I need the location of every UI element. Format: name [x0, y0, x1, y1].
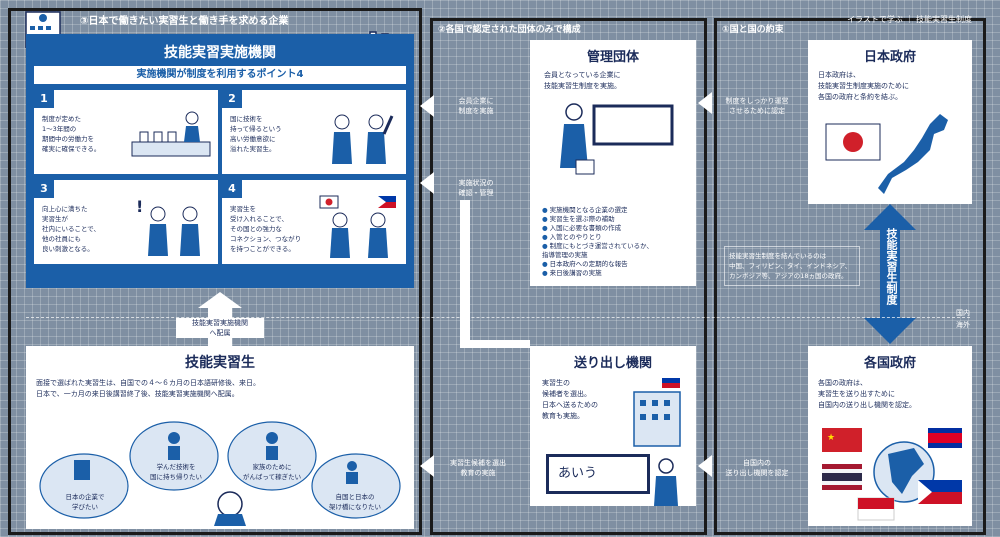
trainee-thoughts-illustration: [39, 421, 401, 526]
list-item: 入管とのやりとり: [542, 233, 692, 242]
domestic-overseas-divider: [26, 317, 970, 318]
section1-frame: [714, 18, 986, 535]
trainee-card: 技能実習生 面接で選ばれた実習生は、自国での４〜６カ月の日本語研修後、来日。 日…: [26, 346, 414, 529]
implementing-org-title: 技能実習実施機関: [164, 45, 276, 61]
thought-bubble-4: 自国と日本の 架け橋になりたい: [329, 493, 381, 511]
point-text: 向上心に満ちた 実習生が 社内にいることで、 他の社員にも 良い刺激となる。: [42, 205, 101, 253]
list-item: 制度にもとづき運営されているか、 指導管理の実施: [542, 242, 692, 260]
thought-bubble-3: 家族のために がんばって稼ぎたい: [242, 463, 302, 481]
list-item: 入国に必要な書類の作成: [542, 224, 692, 233]
point-number: 1: [34, 90, 54, 108]
section3-frame: [8, 8, 422, 535]
japan-gov-title: 日本政府: [863, 50, 916, 65]
svg-text:!: !: [136, 197, 143, 216]
arrow-select-edu-label: 実習生候補を選出 教育の実施: [450, 459, 506, 477]
trainee-text: 面接で選ばれた実習生は、自国での４〜６カ月の日本語研修後、来日。 日本で、一カ月…: [36, 379, 260, 398]
point-1: 1 制度が定めた 1〜3年間の 期間中の労働力を 確実に確保できる。: [34, 90, 218, 174]
whiteboard: [546, 454, 650, 494]
thought-bubble-1: 日本の企業で 学びたい: [65, 493, 105, 511]
sending-building-icon: [633, 378, 681, 447]
connector-horizontal: [460, 340, 530, 348]
point-3: 3 向上心に満ちた 実習生が 社内にいることで、 他の社員にも 良い刺激となる。…: [34, 180, 218, 264]
domestic-label: 国内: [956, 309, 970, 317]
bidirectional-arrow: [864, 204, 916, 344]
arrow-gov-proper: [698, 92, 712, 114]
list-item: 来日後講習の実施: [542, 269, 692, 278]
header-top-right: イラストで学ぶ ｜ 技能実習生制度: [847, 15, 972, 24]
supervisor-with-board-illustration: [560, 103, 674, 175]
sending-title: 送り出し機関: [573, 356, 652, 371]
motivated-workers-illustration: [332, 114, 394, 164]
japan-gov-text: 日本政府は、 技能実習生制度実施のために 各国の政府と条約を結ぶ。: [818, 71, 909, 101]
supervising-title: 管理団体: [586, 50, 639, 65]
point-text: 実習生を 受け入れることで、 その国との強力な コネクション、つながり を持つこ…: [230, 205, 302, 253]
sending-card: 送り出し機関 実習生の 候補者を選出。 日本へ送るための 教育も実施。 あいう: [530, 346, 696, 506]
factory-worker-illustration: [131, 111, 211, 157]
arrow-select-edu: [420, 455, 434, 477]
foreign-gov-text: 各国の政府は、 実習生を送り出すために 自国内の送り出し機関を認定。: [818, 379, 916, 409]
asian-flags-globe-illustration: ★: [822, 428, 962, 521]
implementing-org-subtitle: 実施機関が制度を利用するポイント4: [34, 66, 406, 84]
section2-title: ②各国で認定された団体のみで構成: [438, 25, 581, 35]
arrow-member-label: 会員企業に 制度を実施: [458, 97, 494, 115]
section2-frame: [430, 18, 707, 535]
arrow-member: [420, 95, 434, 117]
arrow-up-label: 技能実習実施機関 へ配属: [176, 318, 264, 338]
trainee-title: 技能実習生: [185, 355, 255, 371]
point-text: 制度が定めた 1〜3年間の 期間中の労働力を 確実に確保できる。: [42, 115, 101, 153]
supervising-text: 会員となっている企業に 技能実習生制度を実施。: [544, 71, 621, 90]
section3-title: ③日本で働きたい実習生と働き手を求める企業: [80, 16, 289, 27]
thought-bubble-2: 学んだ技術を 国に持ち帰りたい: [150, 463, 202, 481]
point-text: 国に技術を 持って帰るという 高い労働意欲に 溢れた実習生。: [230, 115, 282, 153]
japan-map-illustration: [825, 114, 948, 194]
supervising-duty-list: 実施機関となる企業の選定 実習生を選ぶ際の補助 入国に必要な書類の作成 入管との…: [542, 206, 692, 278]
point-2: 2 国に技術を 持って帰るという 高い労働意欲に 溢れた実習生。: [222, 90, 406, 174]
foreign-gov-card: 各国政府 各国の政府は、 実習生を送り出すために 自国内の送り出し機関を認定。 …: [808, 346, 972, 526]
list-item: 実施機関となる企業の選定: [542, 206, 692, 215]
japan-gov-card: 日本政府 日本政府は、 技能実習生制度実施のために 各国の政府と条約を結ぶ。: [808, 40, 972, 204]
arrow-domestic: [698, 455, 712, 477]
point-number: 2: [222, 90, 242, 108]
coworkers-illustration: !: [136, 197, 200, 256]
list-item: 実習生を選ぶ際の補助: [542, 215, 692, 224]
arrow-check-label: 実施状況の 確認・管理: [458, 179, 494, 197]
arrow-up-to-implementing: [198, 292, 242, 308]
handshake-illustration: [319, 195, 396, 258]
teacher-illustration: [654, 458, 678, 506]
implementing-org-panel: 技能実習実施機関 実施機関が制度を利用するポイント4 1 制度が定めた 1〜3年…: [26, 34, 414, 288]
partner-countries-note: 技能実習生制度を結んでいるのは 中国、フィリピン、タイ、インドネシア、 カンボジ…: [724, 246, 860, 286]
connector-vertical: [460, 200, 470, 348]
arrow-domestic-label: 自国内の 送り出し機関を認定: [725, 459, 789, 477]
system-label: 技能実習生制度: [885, 228, 898, 305]
section1-title: ①国と国の約束: [722, 25, 784, 35]
overseas-label: 海外: [956, 321, 970, 329]
point-4: 4 実習生を 受け入れることで、 その国との強力な コネクション、つながり を持…: [222, 180, 406, 264]
arrow-check: [420, 172, 434, 194]
point-number: 4: [222, 180, 242, 198]
sending-text: 実習生の 候補者を選出。 日本へ送るための 教育も実施。: [542, 379, 598, 420]
arrow-gov-proper-label: 制度をしっかり運営 させるために認定: [725, 97, 789, 115]
foreign-gov-title: 各国政府: [863, 356, 916, 371]
whiteboard-text: あいう: [558, 466, 598, 481]
list-item: 日本政府への定期的な報告: [542, 260, 692, 269]
svg-text:★: ★: [827, 433, 835, 443]
point-number: 3: [34, 180, 54, 198]
supervising-card: 管理団体 会員となっている企業に 技能実習生制度を実施。 実施機関となる企業の選…: [530, 40, 696, 286]
